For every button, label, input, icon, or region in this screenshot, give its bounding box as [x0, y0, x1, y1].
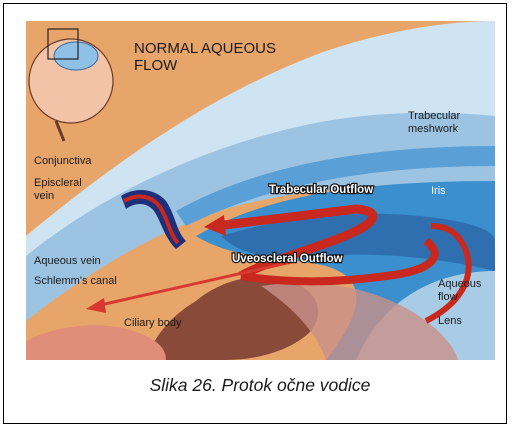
label-ciliary-body: Ciliary body: [124, 317, 182, 329]
label-conjunctiva: Conjunctiva: [34, 155, 92, 167]
label-uveoscleral-outflow: Uveoscleral Outflow: [232, 253, 343, 265]
label-lens: Lens: [438, 315, 462, 327]
title-line1: NORMAL AQUEOUS: [134, 40, 276, 57]
label-trabecular-outflow: Trabecular Outflow: [269, 184, 373, 196]
label-episcleral-1: Episcleral: [34, 177, 82, 189]
figure-frame: NORMAL AQUEOUS FLOW Trabecular meshwork …: [3, 3, 507, 424]
label-episcleral-2: vein: [34, 190, 54, 202]
eye-anatomy-illustration: NORMAL AQUEOUS FLOW Trabecular meshwork …: [26, 21, 495, 360]
figure-caption: Slika 26. Protok očne vodice: [4, 375, 512, 396]
label-trabecular-1: Trabecular: [408, 110, 461, 122]
label-aqueous-flow-2: flow: [438, 291, 458, 303]
label-aqueous-flow-1: Aqueous: [438, 278, 482, 290]
label-trabecular-2: meshwork: [408, 123, 459, 135]
label-schlemms-canal: Schlemm's canal: [34, 275, 117, 287]
title-line2: FLOW: [134, 57, 178, 74]
label-iris: Iris: [431, 185, 446, 197]
label-aqueous-vein: Aqueous vein: [34, 255, 101, 267]
